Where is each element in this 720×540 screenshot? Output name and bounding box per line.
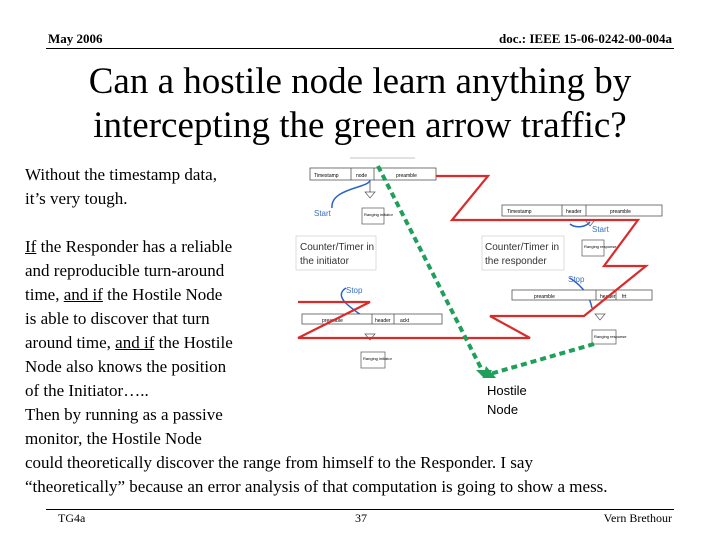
svg-text:header: header [375,318,391,324]
header-doc-id: doc.: IEEE 15-06-0242-00-004a [499,31,672,46]
and-if-emphasis: and if [63,285,103,304]
start-curve-left [331,179,371,209]
page-number: 37 [355,511,367,525]
and-if-emphasis: and if [115,333,155,352]
ranging-diagram: Timestamp node preamble Ranging initiato… [295,157,663,378]
intro-paragraph: Without the timestamp data, it’s very to… [25,163,217,211]
red-signal-path [297,174,650,340]
para-line-8: Then by running as a passive [25,405,223,424]
header-divider [46,48,674,49]
counter-initiator-line2: the initiator [300,256,350,267]
green-arrow-response [489,342,595,376]
antenna-icon [364,191,376,199]
para-line-11: “theoretically” because an error analysi… [25,477,608,496]
title-line-2: intercepting the green arrow traffic? [93,105,627,146]
stop-label-right: Stop [568,275,585,284]
para-line-7: of the Initiator….. [25,381,149,400]
start-curve-right [569,221,591,228]
response-frame [511,289,653,301]
svg-text:Ranging response: Ranging response [584,244,617,249]
start-label-right: Start [592,225,610,234]
para-line-9: monitor, the Hostile Node [25,429,202,448]
footer-author: Vern Brethour [603,511,672,525]
footer-divider [46,509,674,510]
para-line-1: If the Responder has a reliable [25,237,233,256]
header-date: May 2006 [48,31,103,46]
title-line-1: Can a hostile node learn anything by [88,61,632,102]
initiator-frame [309,167,437,181]
intro-line-2: it’s very tough. [25,189,128,208]
if-emphasis: If [25,237,37,256]
para-line-3: time, and if the Hostile Node [25,285,223,304]
ranging-initiator-label: Ranging initiator [364,212,394,217]
para-line-2: and reproducible turn-around [25,261,225,280]
hostile-node-label: Hostile Node [487,383,527,417]
svg-text:Timestamp: Timestamp [507,209,532,215]
ranging-initiator-box [361,207,385,225]
stop-label-left: Stop [346,286,363,295]
para-line-10: could theoretically discover the range f… [25,453,533,472]
para-line-4: is able to discover that turn [25,309,210,328]
svg-text:ackt: ackt [400,318,410,324]
counter-responder-line1: Counter/Timer in [485,242,559,253]
main-paragraph: If the Responder has a reliable and repr… [25,235,608,499]
svg-text:preamble: preamble [610,209,631,215]
footer-left: TG4a [58,511,86,525]
antenna-icon [594,313,606,321]
start-label-left: Start [314,209,332,218]
intro-line-1: Without the timestamp data, [25,165,217,184]
timestamp-label: Timestamp [314,173,339,179]
counter-initiator-line1: Counter/Timer in [300,242,374,253]
svg-text:header: header [566,209,582,215]
node-label: node [356,173,367,179]
svg-text:Ranging initiator: Ranging initiator [363,356,393,361]
para-line-5: around time, and if the Hostile [25,333,233,352]
green-arrow-down [376,165,486,375]
svg-text:frt: frt [622,294,627,300]
para-line-6: Node also knows the position [25,357,227,376]
ranging-response-box [581,239,605,257]
counter-responder-line2: the responder [485,256,547,267]
responder-frame [501,204,663,217]
preamble-label: preamble [396,173,417,179]
slide-title: Can a hostile node learn anything by int… [20,60,700,148]
svg-text:Ranging response: Ranging response [594,334,627,339]
svg-text:preamble: preamble [534,294,555,300]
